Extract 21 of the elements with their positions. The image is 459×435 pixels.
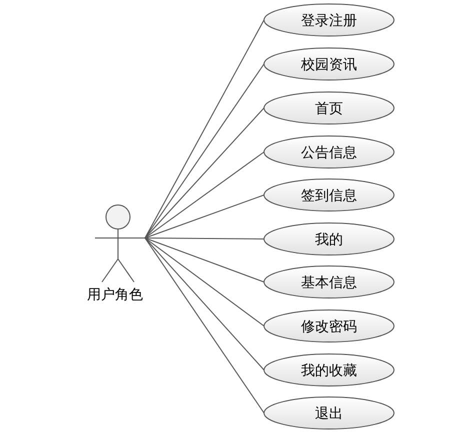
association-line	[144, 20, 264, 238]
use-case-label: 签到信息	[301, 186, 357, 204]
use-case-label: 首页	[315, 98, 343, 118]
use-case-label: 登录注册	[301, 10, 357, 30]
association-line	[144, 152, 264, 238]
association-line	[144, 108, 264, 238]
actor-label: 用户角色	[86, 285, 144, 304]
association-line	[144, 238, 264, 240]
association-line	[144, 238, 264, 326]
association-line	[144, 238, 264, 414]
association-line	[144, 238, 264, 282]
use-case-label: 退出	[315, 404, 343, 422]
association-line	[144, 238, 264, 370]
use-case-label: 基本信息	[301, 272, 357, 292]
use-case-label: 校园资讯	[301, 54, 357, 74]
use-case-label: 我的收藏	[301, 360, 357, 380]
association-line	[144, 194, 264, 238]
association-line	[144, 64, 264, 238]
use-case-label: 修改密码	[301, 316, 357, 336]
use-case-label: 我的	[315, 230, 343, 248]
use-case-label: 公告信息	[301, 142, 357, 162]
